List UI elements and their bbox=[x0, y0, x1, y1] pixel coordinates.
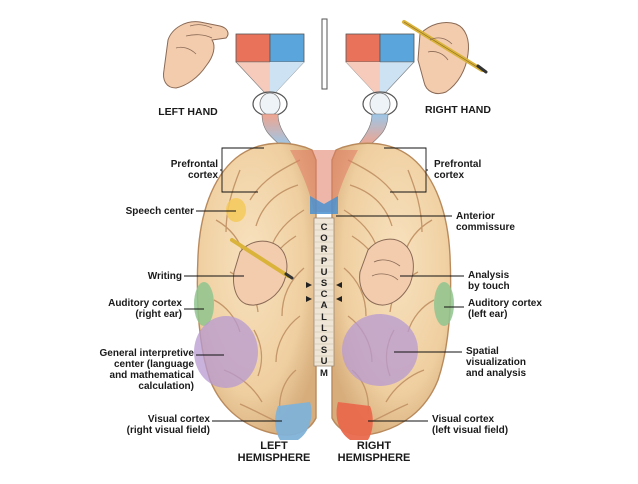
right-auditory-area bbox=[434, 282, 454, 326]
anterior-commissure-region bbox=[310, 196, 338, 214]
touching-hand-on-brain bbox=[359, 238, 414, 306]
writing-hand-on-brain bbox=[230, 238, 294, 306]
right-auditory-label: Auditory cortex (left ear) bbox=[468, 298, 542, 320]
touch-analysis-label: Analysis by touch bbox=[468, 270, 510, 292]
visual-field-divider bbox=[321, 18, 328, 90]
speech-center-label: Speech center bbox=[125, 206, 194, 217]
corpus-callosum-letter: S bbox=[320, 345, 328, 357]
left-visual-cortex-label: Visual cortex (right visual field) bbox=[126, 414, 210, 436]
corpus-callosum-letter: O bbox=[320, 334, 328, 346]
right-visual-cortex-label: Visual cortex (left visual field) bbox=[432, 414, 509, 436]
corpus-callosum-fibers bbox=[314, 223, 334, 363]
left-leader-lines bbox=[184, 147, 282, 422]
corpus-callosum-letter: P bbox=[320, 255, 328, 267]
left-auditory-area bbox=[194, 282, 214, 326]
right-eye-visual-field bbox=[345, 33, 415, 146]
right-hand-label: RIGHT HAND bbox=[425, 104, 491, 116]
corpus-callosum-letter: U bbox=[320, 266, 328, 278]
interpretive-center-area bbox=[194, 316, 258, 388]
right-hemisphere-label: RIGHT HEMISPHERE bbox=[337, 440, 411, 464]
left-hand-illustration bbox=[163, 21, 229, 89]
left-hemisphere-label: LEFT HEMISPHERE bbox=[237, 440, 311, 464]
left-eye-visual-field bbox=[235, 33, 305, 146]
right-visual-cortex-area bbox=[336, 402, 373, 440]
right-hand-illustration bbox=[402, 20, 488, 95]
corpus-callosum-letter: O bbox=[320, 233, 328, 245]
corpus-callosum-letter: C bbox=[320, 289, 328, 301]
corpus-callosum-letter: L bbox=[321, 322, 327, 334]
left-prefrontal-label: Prefrontal cortex bbox=[170, 159, 218, 181]
interpretive-center-label: General interpretive center (language an… bbox=[99, 348, 194, 392]
corpus-callosum-letter: S bbox=[320, 278, 328, 290]
left-hand-label: LEFT HAND bbox=[158, 106, 218, 118]
right-leader-lines bbox=[336, 147, 464, 422]
spatial-visualization-label: Spatial visualization and analysis bbox=[466, 346, 527, 379]
corpus-callosum-letter: U bbox=[320, 356, 328, 368]
anterior-commissure-label: Anterior commissure bbox=[456, 211, 515, 233]
speech-center-area bbox=[226, 198, 246, 222]
left-auditory-label: Auditory cortex (right ear) bbox=[108, 298, 182, 320]
corpus-callosum-letter: R bbox=[320, 244, 328, 256]
right-prefrontal-label: Prefrontal cortex bbox=[434, 159, 482, 181]
writing-label: Writing bbox=[147, 271, 182, 282]
corpus-callosum-letter: L bbox=[321, 311, 327, 323]
corpus-callosum bbox=[313, 217, 335, 367]
corpus-callosum-letter: C bbox=[320, 222, 328, 233]
spatial-visualization-area bbox=[342, 314, 418, 386]
callosum-arrows bbox=[306, 282, 342, 302]
optic-tract-crossing bbox=[290, 150, 358, 212]
left-visual-cortex-area bbox=[275, 402, 312, 440]
corpus-callosum-letter: M bbox=[320, 367, 328, 379]
corpus-callosum-letter: A bbox=[320, 300, 328, 312]
